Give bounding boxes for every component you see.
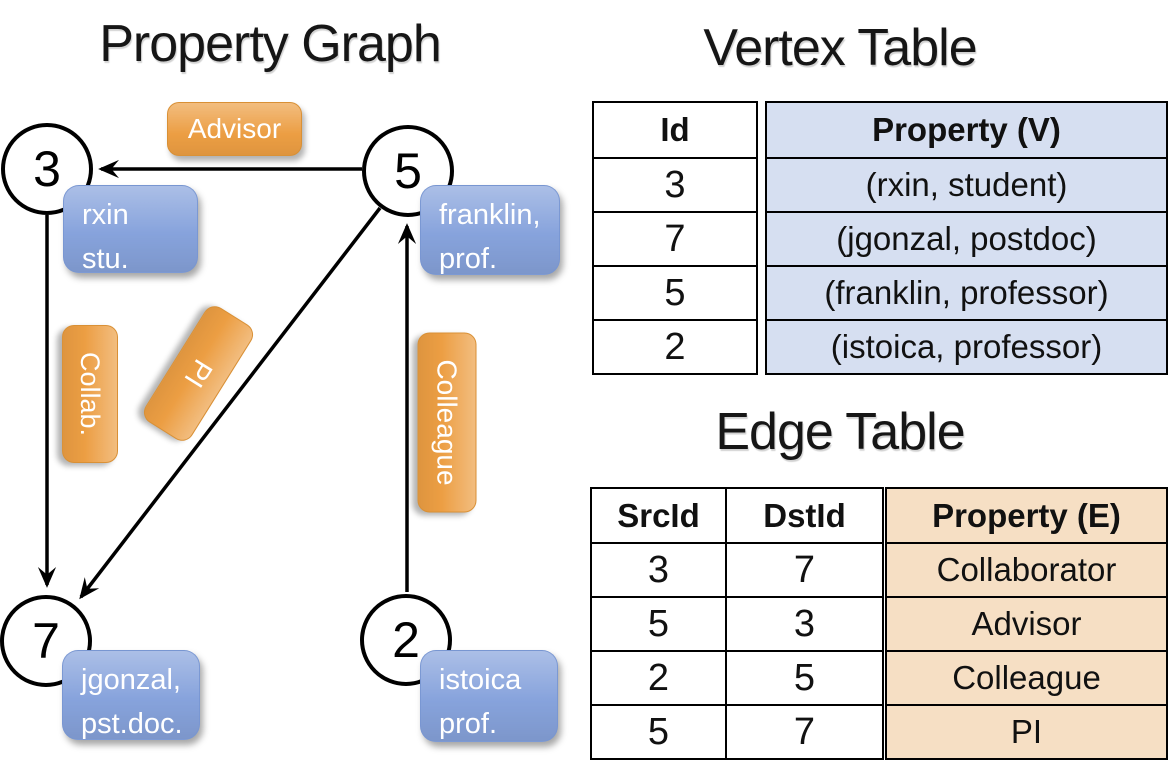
node-property-line1: franklin, <box>439 199 541 231</box>
edge-label-collab: Collab. <box>62 325 118 463</box>
edge-label-text: PI <box>178 354 220 394</box>
vertex-id-cell: 3 <box>592 157 758 213</box>
edge-line-5-to-7 <box>79 206 382 600</box>
node-id-label: 5 <box>394 143 422 199</box>
edge-property-header: Property (E) <box>885 487 1168 544</box>
graph-node-2: 2 <box>360 594 452 686</box>
node-property-line1: jgonzal, <box>81 664 181 696</box>
vertex-property-cell: (istoica, professor) <box>765 319 1168 375</box>
edge-dst-header: DstId <box>725 487 884 544</box>
edge-label-text: Advisor <box>187 113 282 144</box>
node-id-label: 2 <box>392 612 420 668</box>
graph-edges <box>37 159 417 600</box>
vertex-property-cell: (jgonzal, postdoc) <box>765 211 1168 267</box>
node-property-box-franklin: franklin, prof. <box>420 185 560 275</box>
vertex-table-id-column: Id 3 7 5 2 <box>592 101 758 375</box>
vertex-table-title: Vertex Table <box>703 19 977 77</box>
edge-src-cell: 3 <box>590 542 727 598</box>
edge-dst-cell: 7 <box>725 542 884 598</box>
edge-label-text: Colleague <box>432 359 463 486</box>
graph-node-5: 5 <box>362 125 454 217</box>
edge-property-cell: Advisor <box>885 596 1168 652</box>
property-graph-title: Property Graph <box>99 15 442 73</box>
edge-table-id-columns: SrcId DstId 3 7 5 3 2 5 5 7 <box>590 487 884 760</box>
vertex-id-cell: 2 <box>592 319 758 375</box>
node-property-box-rxin: rxin stu. <box>63 185 198 275</box>
edge-label-text: Collab. <box>75 351 106 437</box>
node-property-line2: stu. <box>82 242 129 275</box>
node-property-line2: pst.doc. <box>81 707 183 740</box>
edge-table-title: Edge Table <box>715 403 965 461</box>
edge-label-colleague: Colleague <box>417 332 477 513</box>
vertex-id-cell: 5 <box>592 265 758 321</box>
node-property-line1: rxin <box>82 199 129 231</box>
vertex-property-header: Property (V) <box>765 101 1168 159</box>
vertex-id-header: Id <box>592 101 758 159</box>
edge-src-header: SrcId <box>590 487 727 544</box>
node-property-box-istoica: istoica prof. <box>420 650 558 742</box>
edge-src-cell: 5 <box>590 596 727 652</box>
edge-dst-cell: 7 <box>725 704 884 760</box>
edge-property-cell: Collaborator <box>885 542 1168 598</box>
edge-table-property-column: Property (E) Collaborator Advisor Collea… <box>885 487 1168 760</box>
edge-dst-cell: 3 <box>725 596 884 652</box>
edge-property-cell: Colleague <box>885 650 1168 706</box>
edge-src-cell: 5 <box>590 704 727 760</box>
node-property-line2: prof. <box>439 242 498 275</box>
vertex-property-cell: (franklin, professor) <box>765 265 1168 321</box>
vertex-table-property-column: Property (V) (rxin, student) (jgonzal, p… <box>765 101 1168 375</box>
node-property-line2: prof. <box>439 707 498 740</box>
node-id-label: 3 <box>33 141 61 197</box>
vertex-id-cell: 7 <box>592 211 758 267</box>
node-id-label: 7 <box>32 613 60 669</box>
edge-property-cell: PI <box>885 704 1168 760</box>
edge-dst-cell: 5 <box>725 650 884 706</box>
node-property-box-jgonzal: jgonzal, pst.doc. <box>62 650 200 740</box>
edge-src-cell: 2 <box>590 650 727 706</box>
vertex-property-cell: (rxin, student) <box>765 157 1168 213</box>
node-property-line1: istoica <box>439 664 522 696</box>
graph-node-7: 7 <box>0 595 92 687</box>
edge-label-advisor: Advisor <box>167 102 302 156</box>
